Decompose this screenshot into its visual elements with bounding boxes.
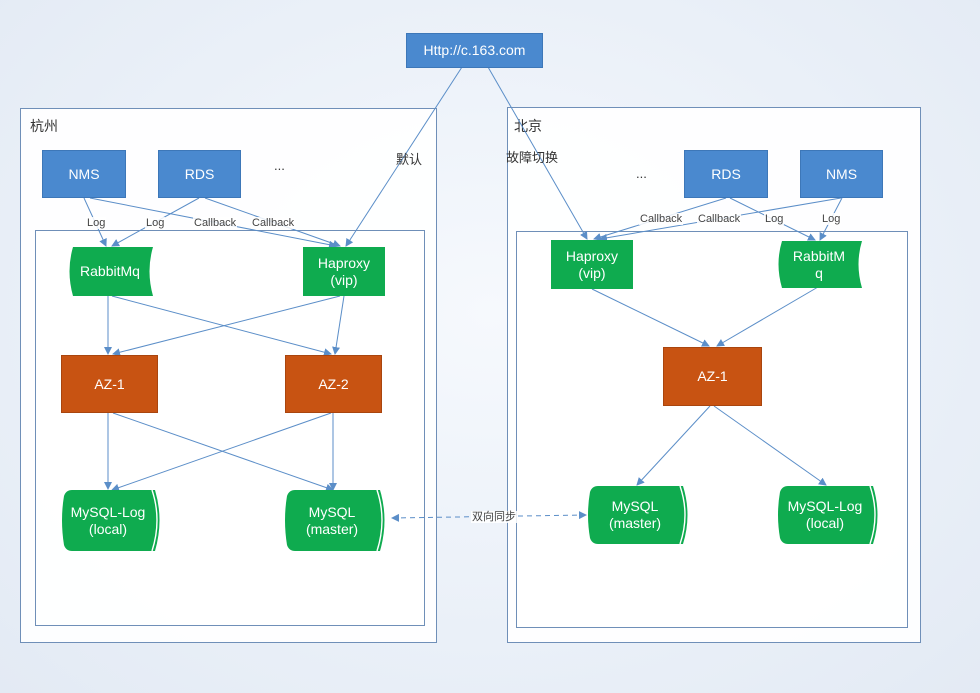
hz-mysql-log-node: MySQL-Log (local): [70, 503, 146, 537]
edge-label-sync: 双向同步: [471, 511, 517, 523]
beijing-region-label: 北京: [514, 118, 542, 134]
edge-label-bj-callback-1: Callback: [639, 213, 684, 225]
edge-label-hz-log-1: Log: [86, 217, 107, 229]
bj-rds-node: RDS: [684, 150, 768, 198]
edge-label-bj-log-1: Log: [764, 213, 785, 225]
edge-url-bj-haproxy: [487, 66, 588, 240]
edge-hz-rabbitmq-az2: [111, 295, 332, 357]
hz-rabbitmq-node: RabbitMq: [80, 263, 140, 279]
hz-az2-node: AZ-2: [285, 355, 382, 413]
edge-hz-haproxy-az1: [112, 295, 341, 357]
edge-bj-az1-master: [636, 405, 711, 486]
edge-label-default: 默认: [396, 152, 423, 167]
bj-haproxy-node: Haproxy (vip): [551, 240, 633, 289]
bj-mysql-master-node: MySQL (master): [608, 498, 662, 531]
edge-label-failover: 故障切换: [506, 150, 559, 165]
edge-label-hz-log-2: Log: [145, 217, 166, 229]
hz-ellipsis: ...: [274, 158, 285, 173]
bj-rabbitmq-node: RabbitM q: [792, 247, 846, 281]
edge-hz-az2-log: [111, 412, 332, 492]
bj-az1-node: AZ-1: [663, 347, 762, 406]
edge-bj-rabbitmq-az1: [716, 286, 819, 347]
beijing-inner-zone: [516, 231, 908, 628]
edge-bj-haproxy-az1: [591, 288, 710, 347]
bj-nms-node: NMS: [800, 150, 883, 198]
hz-rds-node: RDS: [158, 150, 241, 198]
hz-haproxy-node: Haproxy (vip): [303, 247, 385, 296]
edge-label-bj-callback-2: Callback: [697, 213, 742, 225]
bj-ellipsis: ...: [636, 166, 647, 181]
bj-mysql-log-node: MySQL-Log (local): [787, 498, 863, 531]
edge-bj-az1-log: [713, 405, 827, 486]
edge-url-hz-haproxy: [345, 66, 463, 247]
edge-label-bj-log-2: Log: [821, 213, 842, 225]
edge-label-hz-callback-2: Callback: [251, 217, 296, 229]
hz-az1-node: AZ-1: [61, 355, 158, 413]
edge-label-hz-callback-1: Callback: [193, 217, 238, 229]
hz-mysql-master-node: MySQL (master): [305, 503, 359, 537]
edge-hz-haproxy-az2: [332, 295, 345, 355]
hangzhou-region-label: 杭州: [30, 118, 58, 134]
hz-nms-node: NMS: [42, 150, 126, 198]
url-node: Http://c.163.com: [406, 33, 543, 68]
